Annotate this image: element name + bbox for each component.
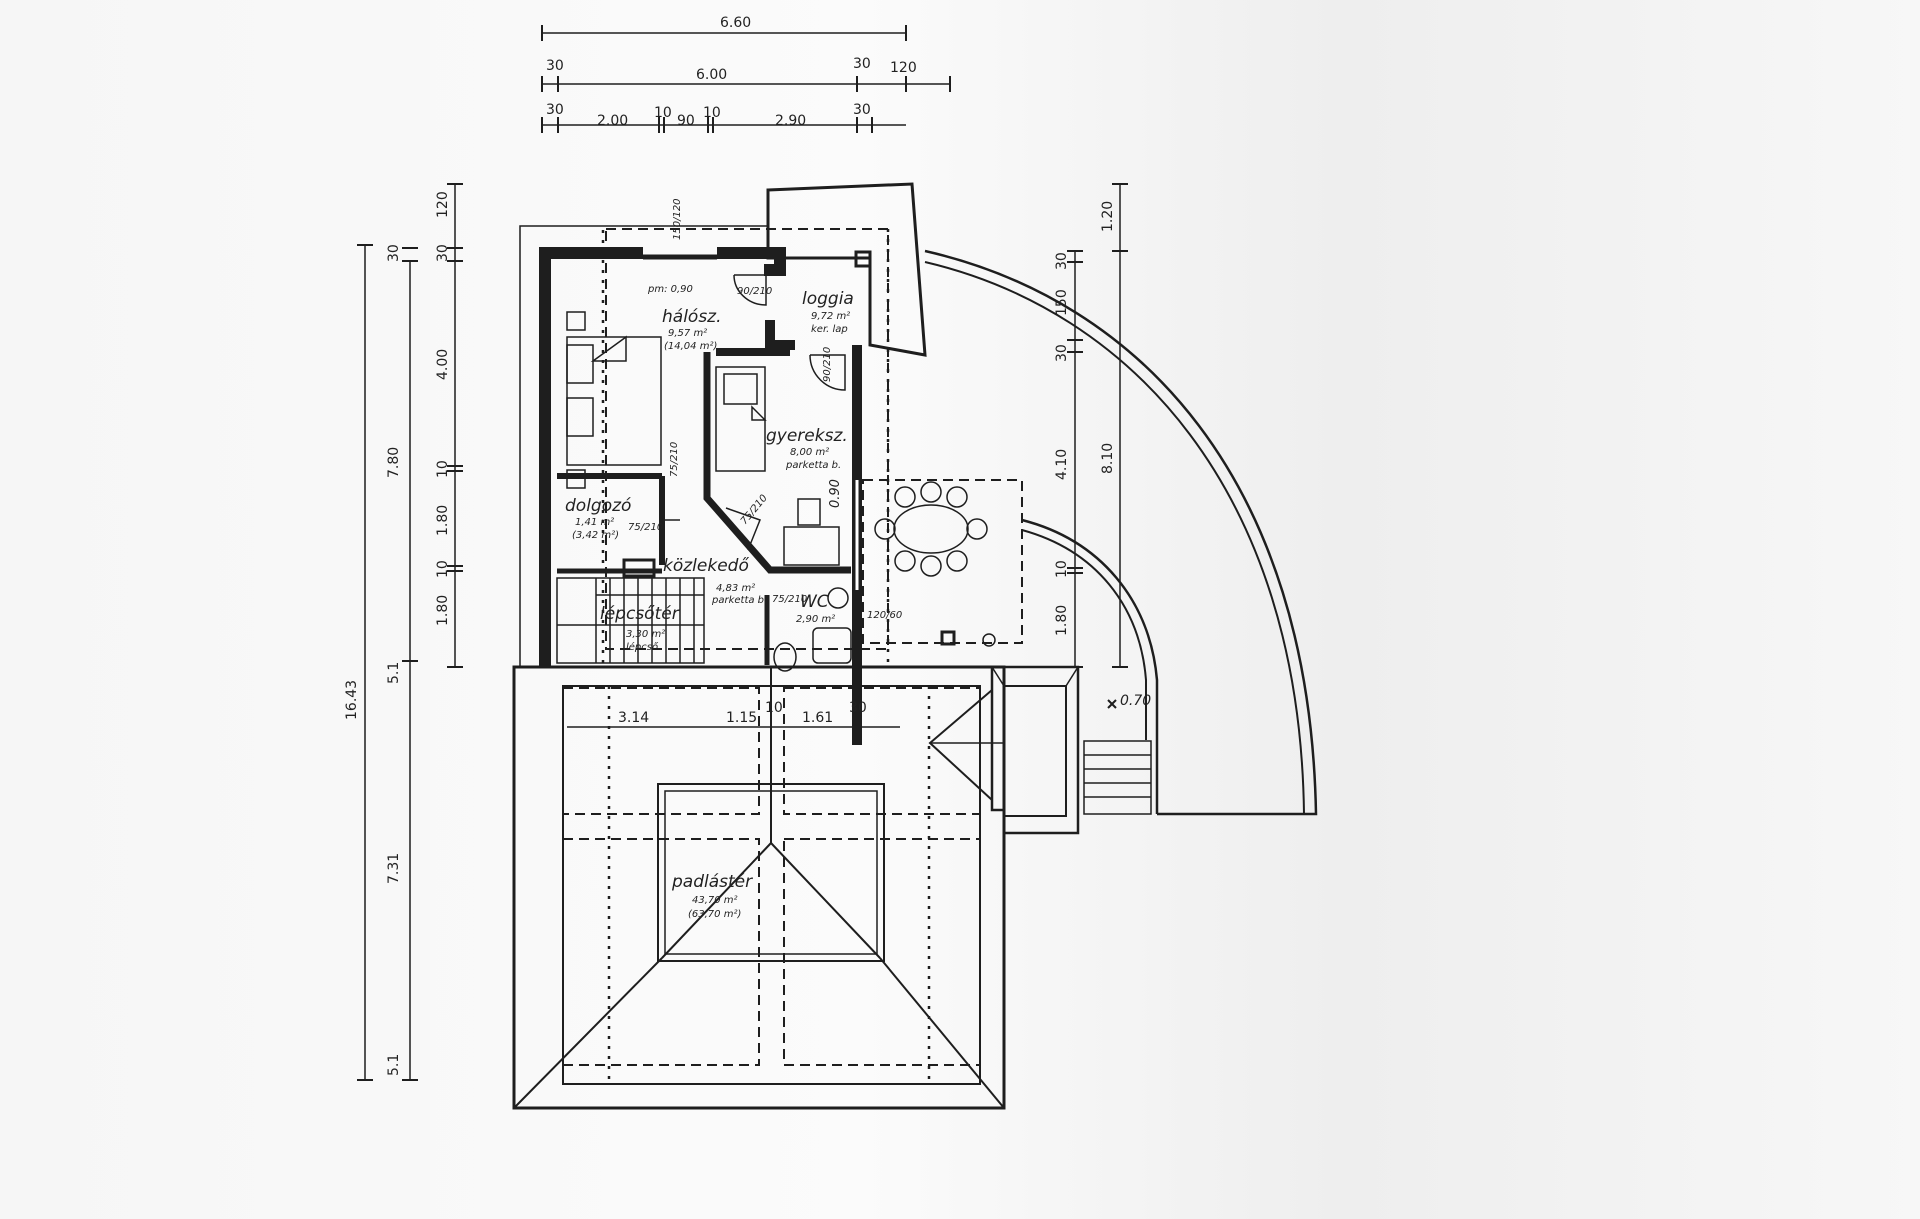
- door-size-label: 75/210: [669, 442, 680, 477]
- dim-label: 120: [435, 191, 451, 218]
- sill-height-note: pm: 0,90: [647, 284, 693, 295]
- dim-label: 10: [765, 700, 783, 716]
- window-size-label: 0.90: [828, 479, 843, 508]
- room-floor: ker. lap: [811, 324, 848, 335]
- dim-label: 8.10: [1100, 443, 1116, 474]
- room-area: 43,70 m²: [692, 895, 738, 906]
- dim-label: 1.80: [1054, 605, 1070, 636]
- dim-total-width: 6.60: [720, 15, 751, 31]
- door-swings: [662, 274, 846, 551]
- right-dimension-lines: [1067, 183, 1128, 709]
- room-name-kozlekedo: közlekedő: [663, 556, 749, 576]
- room-area: 9,72 m²: [811, 311, 850, 322]
- dim-total-depth: 16.43: [344, 680, 360, 720]
- dim-label: 2.90: [775, 113, 806, 129]
- dim-label: 4.00: [435, 349, 451, 380]
- left-dimension-lines: [357, 183, 463, 1081]
- dim-label: 120: [890, 60, 917, 76]
- shower: [812, 627, 852, 664]
- room-area: 9,57 m²: [668, 328, 707, 339]
- dim-label: 1.61: [802, 710, 833, 726]
- room-area: 1,41 m²: [575, 517, 614, 528]
- dim-label: 30: [546, 102, 564, 118]
- room-name-gyereksz: gyereksz.: [766, 426, 848, 446]
- furniture: [566, 311, 852, 672]
- room-name-padlaster: padlástér: [671, 872, 753, 892]
- dim-label: 30: [435, 244, 451, 262]
- dim-label: 1.20: [1100, 201, 1116, 232]
- room-floor: parketta b.: [785, 460, 841, 471]
- room-name-halosz: hálósz.: [662, 307, 722, 327]
- dim-label: 7.31: [386, 853, 402, 884]
- roof-dimension-labels: 3.14 1.15 10 1.61 30: [618, 700, 867, 726]
- dim-label: 30: [546, 58, 564, 74]
- right-dimension-labels: 30 150 30 4.10 10 1.80 1.20 8.10 0.70: [1054, 201, 1151, 709]
- door-size-label: 75/210: [772, 594, 807, 605]
- room-floor: parketta b.: [711, 595, 767, 606]
- dim-label: 0.70: [1120, 693, 1151, 709]
- room-area: (3,42 m²): [572, 530, 619, 541]
- room-area: (63,70 m²): [688, 909, 741, 920]
- dim-label: 10: [435, 460, 451, 478]
- room-area: (14,04 m²): [664, 341, 717, 352]
- dim-label: 30: [1054, 252, 1070, 270]
- entrance-roof: [928, 665, 1080, 835]
- dim-label: 1.80: [435, 505, 451, 536]
- dim-label: 5.1: [386, 662, 402, 684]
- dim-label: 2.00: [597, 113, 628, 129]
- dim-label: 30: [386, 244, 402, 262]
- window-size-label: 120/60: [867, 610, 902, 621]
- room-area: 8,00 m²: [790, 447, 829, 458]
- room-area: 4,83 m²: [716, 583, 755, 594]
- room-floor: lépcső: [626, 641, 659, 653]
- dim-label: 1.15: [726, 710, 757, 726]
- dim-label: 7.80: [386, 447, 402, 478]
- dim-label: 10: [654, 105, 672, 121]
- room-labels: pm: 0,90 hálósz. 9,57 m² (14,04 m²) logg…: [565, 284, 854, 653]
- dim-label: 6.00: [696, 67, 727, 83]
- room-name-lepcsoter: lépcsőtér: [600, 604, 680, 624]
- top-dimension-labels: 6.60 30 6.00 30 120 30 2.00 10 90 10 2.9…: [546, 15, 917, 129]
- dim-label: 30: [853, 56, 871, 72]
- dim-label: 10: [703, 105, 721, 121]
- door-size-label: 90/210: [822, 347, 833, 382]
- terrace-outline: [862, 249, 1318, 816]
- door-size-label: 90/210: [737, 286, 772, 297]
- room-area: 2,90 m²: [796, 614, 835, 625]
- kitchenette: [622, 558, 656, 578]
- attic-label: padlástér 43,70 m² (63,70 m²): [671, 872, 753, 920]
- entrance-stairs: [1083, 740, 1152, 815]
- dining-table: [874, 481, 988, 577]
- room-area: 3,30 m²: [626, 629, 665, 640]
- top-dimension-lines: [541, 25, 951, 133]
- dim-label: 1.80: [435, 595, 451, 626]
- desk: [783, 526, 840, 566]
- door-size-label: 75/210: [628, 522, 663, 533]
- dim-label: 5.1: [386, 1054, 402, 1076]
- staircase: [556, 577, 705, 664]
- dim-label: 3.14: [618, 710, 649, 726]
- room-name-dolgozo: dolgozó: [565, 496, 631, 516]
- room-name-wc: WC: [800, 592, 829, 612]
- room-name-loggia: loggia: [802, 289, 854, 309]
- terrace-fixtures: [940, 630, 996, 647]
- double-bed: [566, 336, 662, 466]
- roof-plan: [512, 665, 1006, 1110]
- window-size-label: 150/120: [672, 198, 683, 240]
- toilet: [773, 642, 797, 672]
- dim-label: 10: [1054, 560, 1070, 578]
- dim-label: 30: [849, 700, 867, 716]
- dim-label: 10: [435, 560, 451, 578]
- dim-label: 90: [677, 113, 695, 129]
- dim-label: 150: [1054, 289, 1070, 316]
- left-dimension-labels: 16.43 30 7.80 5.1 7.31 5.1 120 30 4.00 1…: [344, 191, 451, 1076]
- dim-label: 30: [853, 102, 871, 118]
- dim-label: 4.10: [1054, 449, 1070, 480]
- dim-label: 30: [1054, 344, 1070, 362]
- door-size-label: 75/210: [739, 493, 770, 527]
